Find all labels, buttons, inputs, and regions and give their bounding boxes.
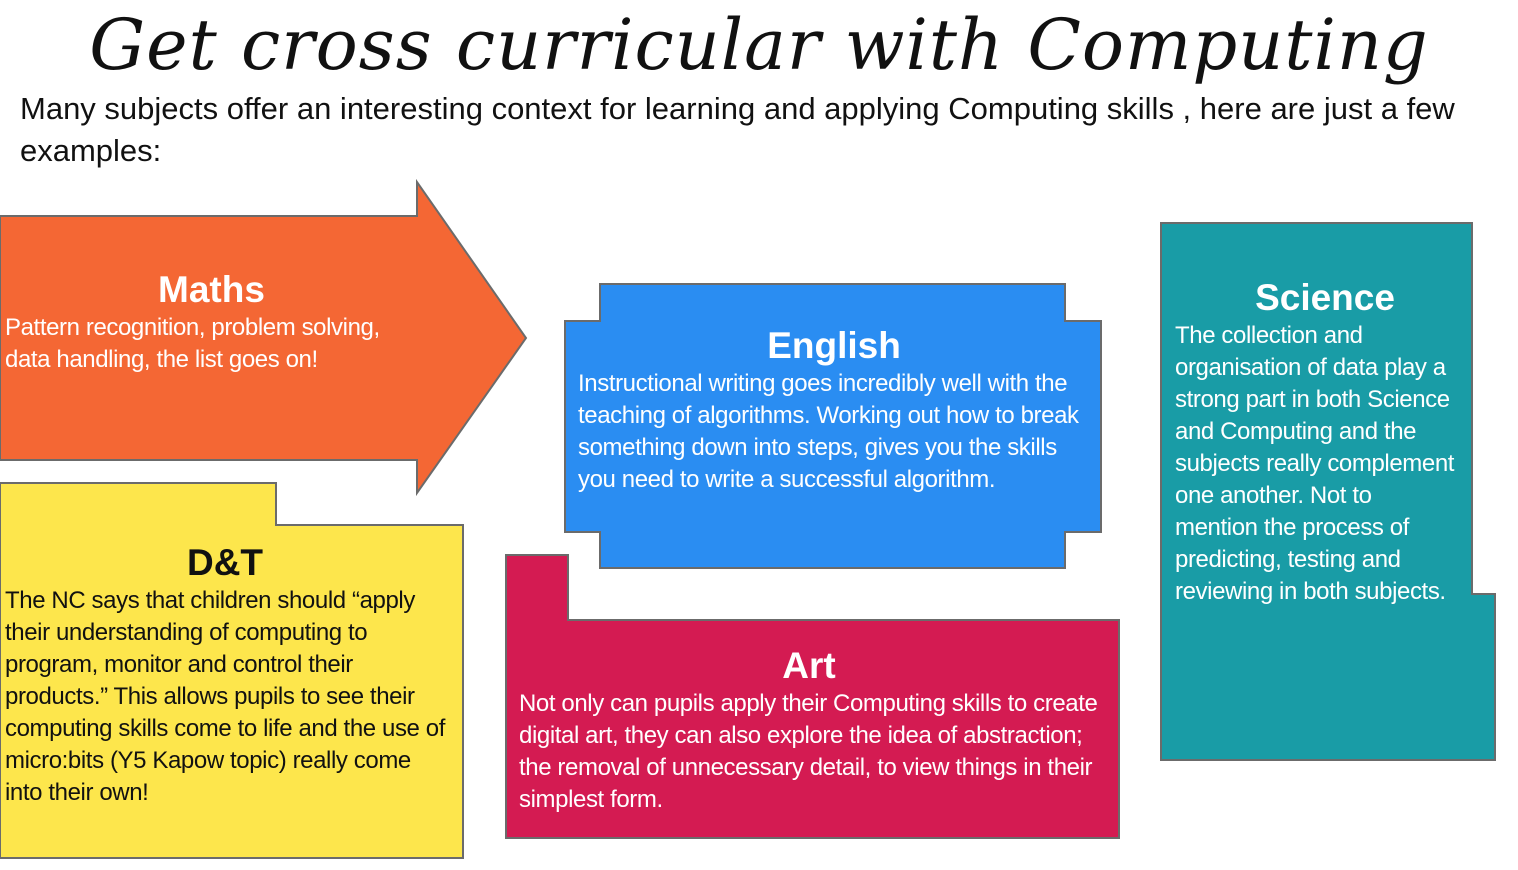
dt-notched-shape <box>0 482 464 859</box>
science-card: Science The collection and organisation … <box>1175 276 1465 608</box>
science-notched-shape <box>1160 222 1496 761</box>
dt-card: D&T The NC says that children should “ap… <box>5 541 445 809</box>
science-heading: Science <box>1255 277 1395 318</box>
english-text: Instructional writing goes incredibly we… <box>578 370 1079 493</box>
art-card: Art Not only can pupils apply their Comp… <box>519 644 1099 816</box>
english-card: English Instructional writing goes incre… <box>578 324 1090 496</box>
english-plaque-shape <box>564 283 1102 569</box>
maths-heading: Maths <box>158 269 265 310</box>
dt-text: The NC says that children should “apply … <box>5 587 445 806</box>
art-heading: Art <box>782 645 836 686</box>
maths-card: Maths Pattern recognition, problem solvi… <box>5 268 425 376</box>
science-text: The collection and organisation of data … <box>1175 322 1455 605</box>
english-heading: English <box>767 325 901 366</box>
art-text: Not only can pupils apply their Computin… <box>519 690 1098 813</box>
maths-text: Pattern recognition, problem solving, da… <box>5 314 380 373</box>
page-title: Get cross curricular with Computing <box>89 4 1429 86</box>
dt-heading: D&T <box>186 542 264 583</box>
maths-arrow-shape <box>0 178 528 497</box>
intro-text: Many subjects offer an interesting conte… <box>20 91 1455 168</box>
art-notched-shape <box>505 554 1120 839</box>
